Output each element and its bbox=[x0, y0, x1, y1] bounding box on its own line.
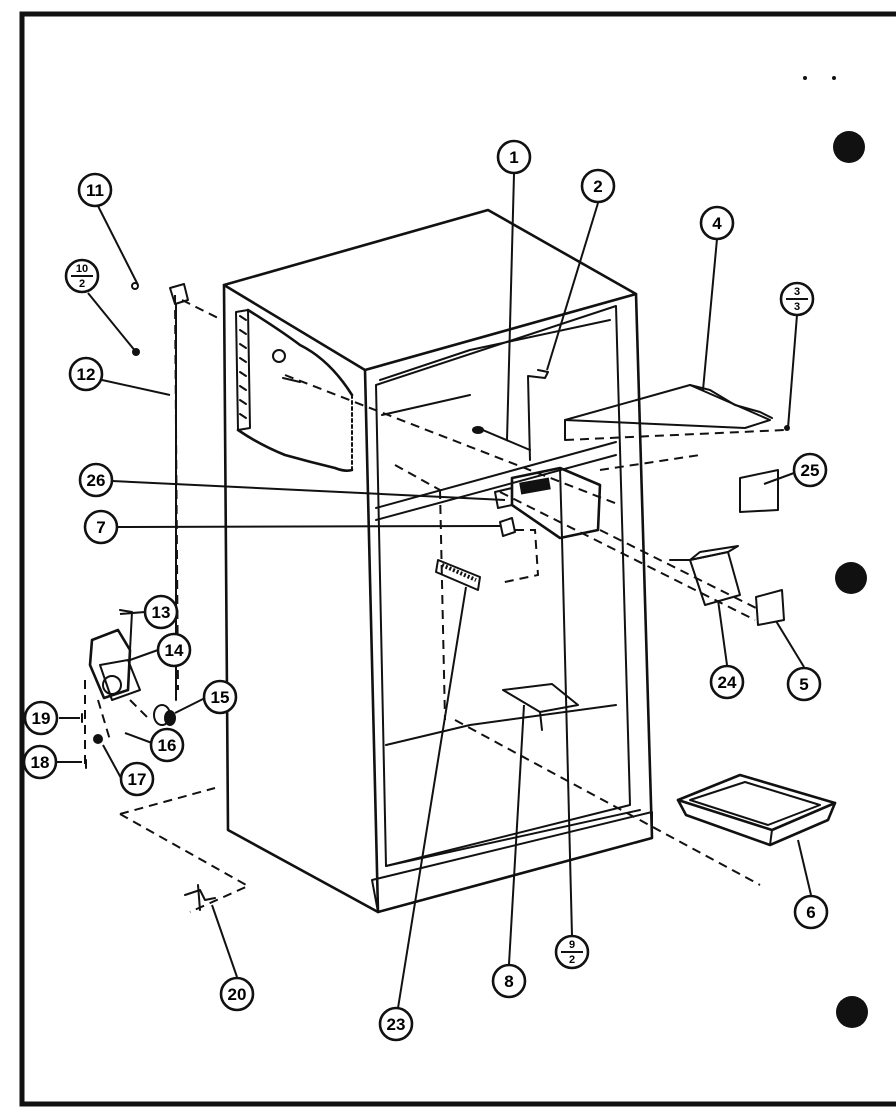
hinge-valve-assembly bbox=[81, 283, 223, 770]
part-25-insulation bbox=[739, 469, 779, 513]
part-26-control-assembly bbox=[494, 466, 602, 540]
part-6-crisper-tray bbox=[676, 773, 837, 847]
binder-hole-middle bbox=[835, 562, 867, 594]
callout-2: 2 bbox=[580, 168, 616, 204]
callout-23: 23 bbox=[378, 1006, 414, 1042]
callout-1-label: 1 bbox=[509, 148, 518, 167]
callout-23-label: 23 bbox=[387, 1015, 406, 1034]
callout-25: 25 bbox=[792, 452, 828, 488]
callout-17: 17 bbox=[119, 761, 155, 797]
callout-3-label: 3 bbox=[794, 286, 800, 298]
callout-20: 20 bbox=[219, 976, 255, 1012]
callout-11-label: 11 bbox=[86, 181, 104, 200]
callout-6-label: 6 bbox=[806, 903, 815, 922]
callout-7-label: 7 bbox=[96, 518, 105, 537]
part-4-duct-cover bbox=[564, 384, 786, 471]
callout-10-sub: 2 bbox=[79, 278, 85, 290]
callout-19-label: 19 bbox=[32, 709, 51, 728]
callout-5: 5 bbox=[786, 666, 822, 702]
callout-4: 4 bbox=[699, 205, 735, 241]
callout-13: 13 bbox=[143, 594, 179, 630]
callout-20-label: 20 bbox=[228, 985, 247, 1004]
callout-6: 6 bbox=[793, 894, 829, 930]
part-23-heater-strip bbox=[435, 559, 481, 591]
callout-19: 19 bbox=[23, 700, 59, 736]
callout-10-label: 10 bbox=[76, 263, 88, 275]
callout-4-label: 4 bbox=[712, 214, 722, 233]
callout-26: 26 bbox=[78, 462, 114, 498]
binder-hole-bottom bbox=[836, 996, 868, 1028]
callout-3-sub: 3 bbox=[794, 301, 800, 313]
callout-2-label: 2 bbox=[593, 177, 602, 196]
callout-16-label: 16 bbox=[158, 736, 177, 755]
callout-3: 3 3 bbox=[779, 281, 815, 317]
callout-18-label: 18 bbox=[31, 753, 50, 772]
callout-8-label: 8 bbox=[504, 972, 513, 991]
page-border bbox=[19, 11, 896, 1107]
callout-9-label: 9 bbox=[569, 939, 575, 951]
part-8-bracket bbox=[502, 683, 579, 713]
callout-14-label: 14 bbox=[165, 641, 184, 660]
callout-10: 10 2 bbox=[64, 258, 100, 294]
callout-11: 11 bbox=[77, 172, 113, 208]
callout-7: 7 bbox=[83, 509, 119, 545]
part-7-clip bbox=[499, 517, 516, 537]
callout-8: 8 bbox=[491, 963, 527, 999]
callout-15-label: 15 bbox=[211, 688, 230, 707]
callout-26-label: 26 bbox=[87, 471, 106, 490]
binder-hole-top bbox=[833, 131, 865, 163]
part-1-rod bbox=[477, 427, 531, 451]
part-20-leveling-bracket bbox=[184, 884, 216, 911]
part-2-bracket bbox=[527, 369, 549, 461]
callout-9: 9 2 bbox=[554, 934, 590, 970]
callout-25-label: 25 bbox=[801, 461, 820, 480]
callout-5-label: 5 bbox=[799, 675, 808, 694]
part-5-cover bbox=[755, 589, 785, 626]
callout-12-label: 12 bbox=[77, 365, 96, 384]
leader-lines bbox=[57, 173, 812, 1009]
callout-13-label: 13 bbox=[152, 603, 171, 622]
callout-1: 1 bbox=[496, 139, 532, 175]
part-24-air-duct bbox=[669, 545, 741, 606]
callout-12: 12 bbox=[68, 356, 104, 392]
callout-24-label: 24 bbox=[718, 673, 737, 692]
callout-14: 14 bbox=[156, 632, 192, 668]
callout-9-sub: 2 bbox=[569, 954, 575, 966]
callout-17-label: 17 bbox=[128, 770, 147, 789]
callout-16: 16 bbox=[149, 727, 185, 763]
callout-15: 15 bbox=[202, 679, 238, 715]
callout-18: 18 bbox=[22, 744, 58, 780]
callout-24: 24 bbox=[709, 664, 745, 700]
